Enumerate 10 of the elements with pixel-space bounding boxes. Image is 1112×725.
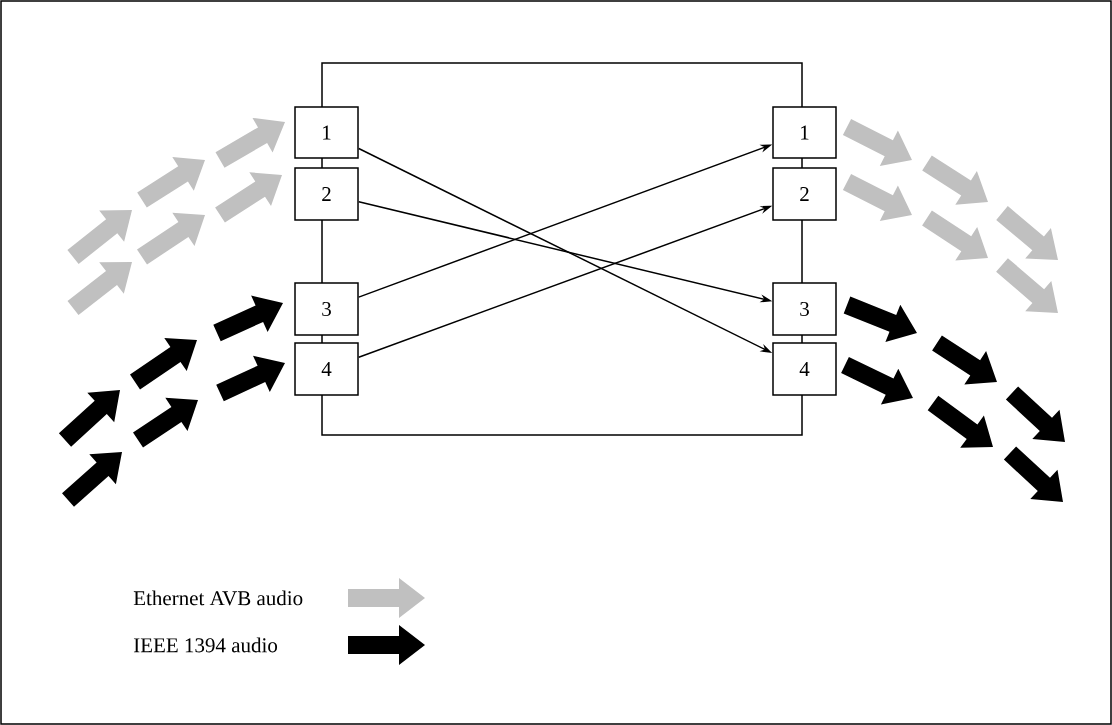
port-box: 2 (772, 167, 837, 221)
port-box: 2 (294, 167, 359, 221)
port-box: 1 (772, 106, 837, 159)
legend-text: IEEE 1394 audio (133, 637, 278, 653)
legend-text: Ethernet AVB audio (133, 590, 303, 606)
port-box: 4 (772, 342, 837, 396)
port-box: 3 (772, 282, 837, 336)
port-box: 4 (294, 342, 359, 396)
port-box: 1 (294, 106, 359, 159)
port-box: 3 (294, 282, 359, 336)
